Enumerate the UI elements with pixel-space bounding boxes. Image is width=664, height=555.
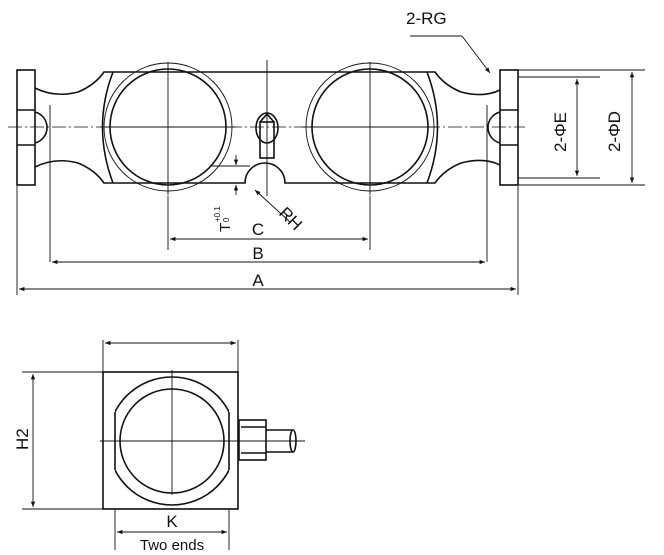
right-end-block bbox=[499, 69, 519, 186]
side-view: H2 K Two ends bbox=[13, 340, 305, 554]
top-view: C B A T +0.1 0 RH 2-RG 2-ΦE 2-ΦD bbox=[8, 9, 645, 295]
label-c: C bbox=[252, 220, 264, 239]
label-two-ends: Two ends bbox=[140, 537, 204, 554]
cable-gland bbox=[238, 419, 297, 461]
label-rg: 2-RG bbox=[406, 9, 447, 28]
label-a: A bbox=[252, 271, 264, 290]
label-k: K bbox=[166, 512, 178, 531]
rh-leader bbox=[254, 189, 291, 223]
svg-text:+0.1: +0.1 bbox=[213, 206, 222, 222]
label-e: 2-ΦE bbox=[551, 112, 570, 152]
svg-text:T: T bbox=[217, 223, 234, 232]
label-b: B bbox=[252, 244, 263, 263]
svg-text:0: 0 bbox=[222, 217, 231, 222]
label-h2: H2 bbox=[13, 428, 32, 450]
body-outline bbox=[34, 71, 501, 184]
label-t: T +0.1 0 bbox=[213, 206, 234, 232]
label-d: 2-ΦD bbox=[605, 111, 624, 152]
right-end-groove bbox=[487, 111, 501, 144]
left-end-block bbox=[16, 69, 36, 186]
left-end-groove bbox=[34, 111, 48, 144]
end-square bbox=[102, 371, 239, 510]
rg-leader bbox=[461, 35, 491, 74]
label-rh: RH bbox=[275, 203, 306, 234]
